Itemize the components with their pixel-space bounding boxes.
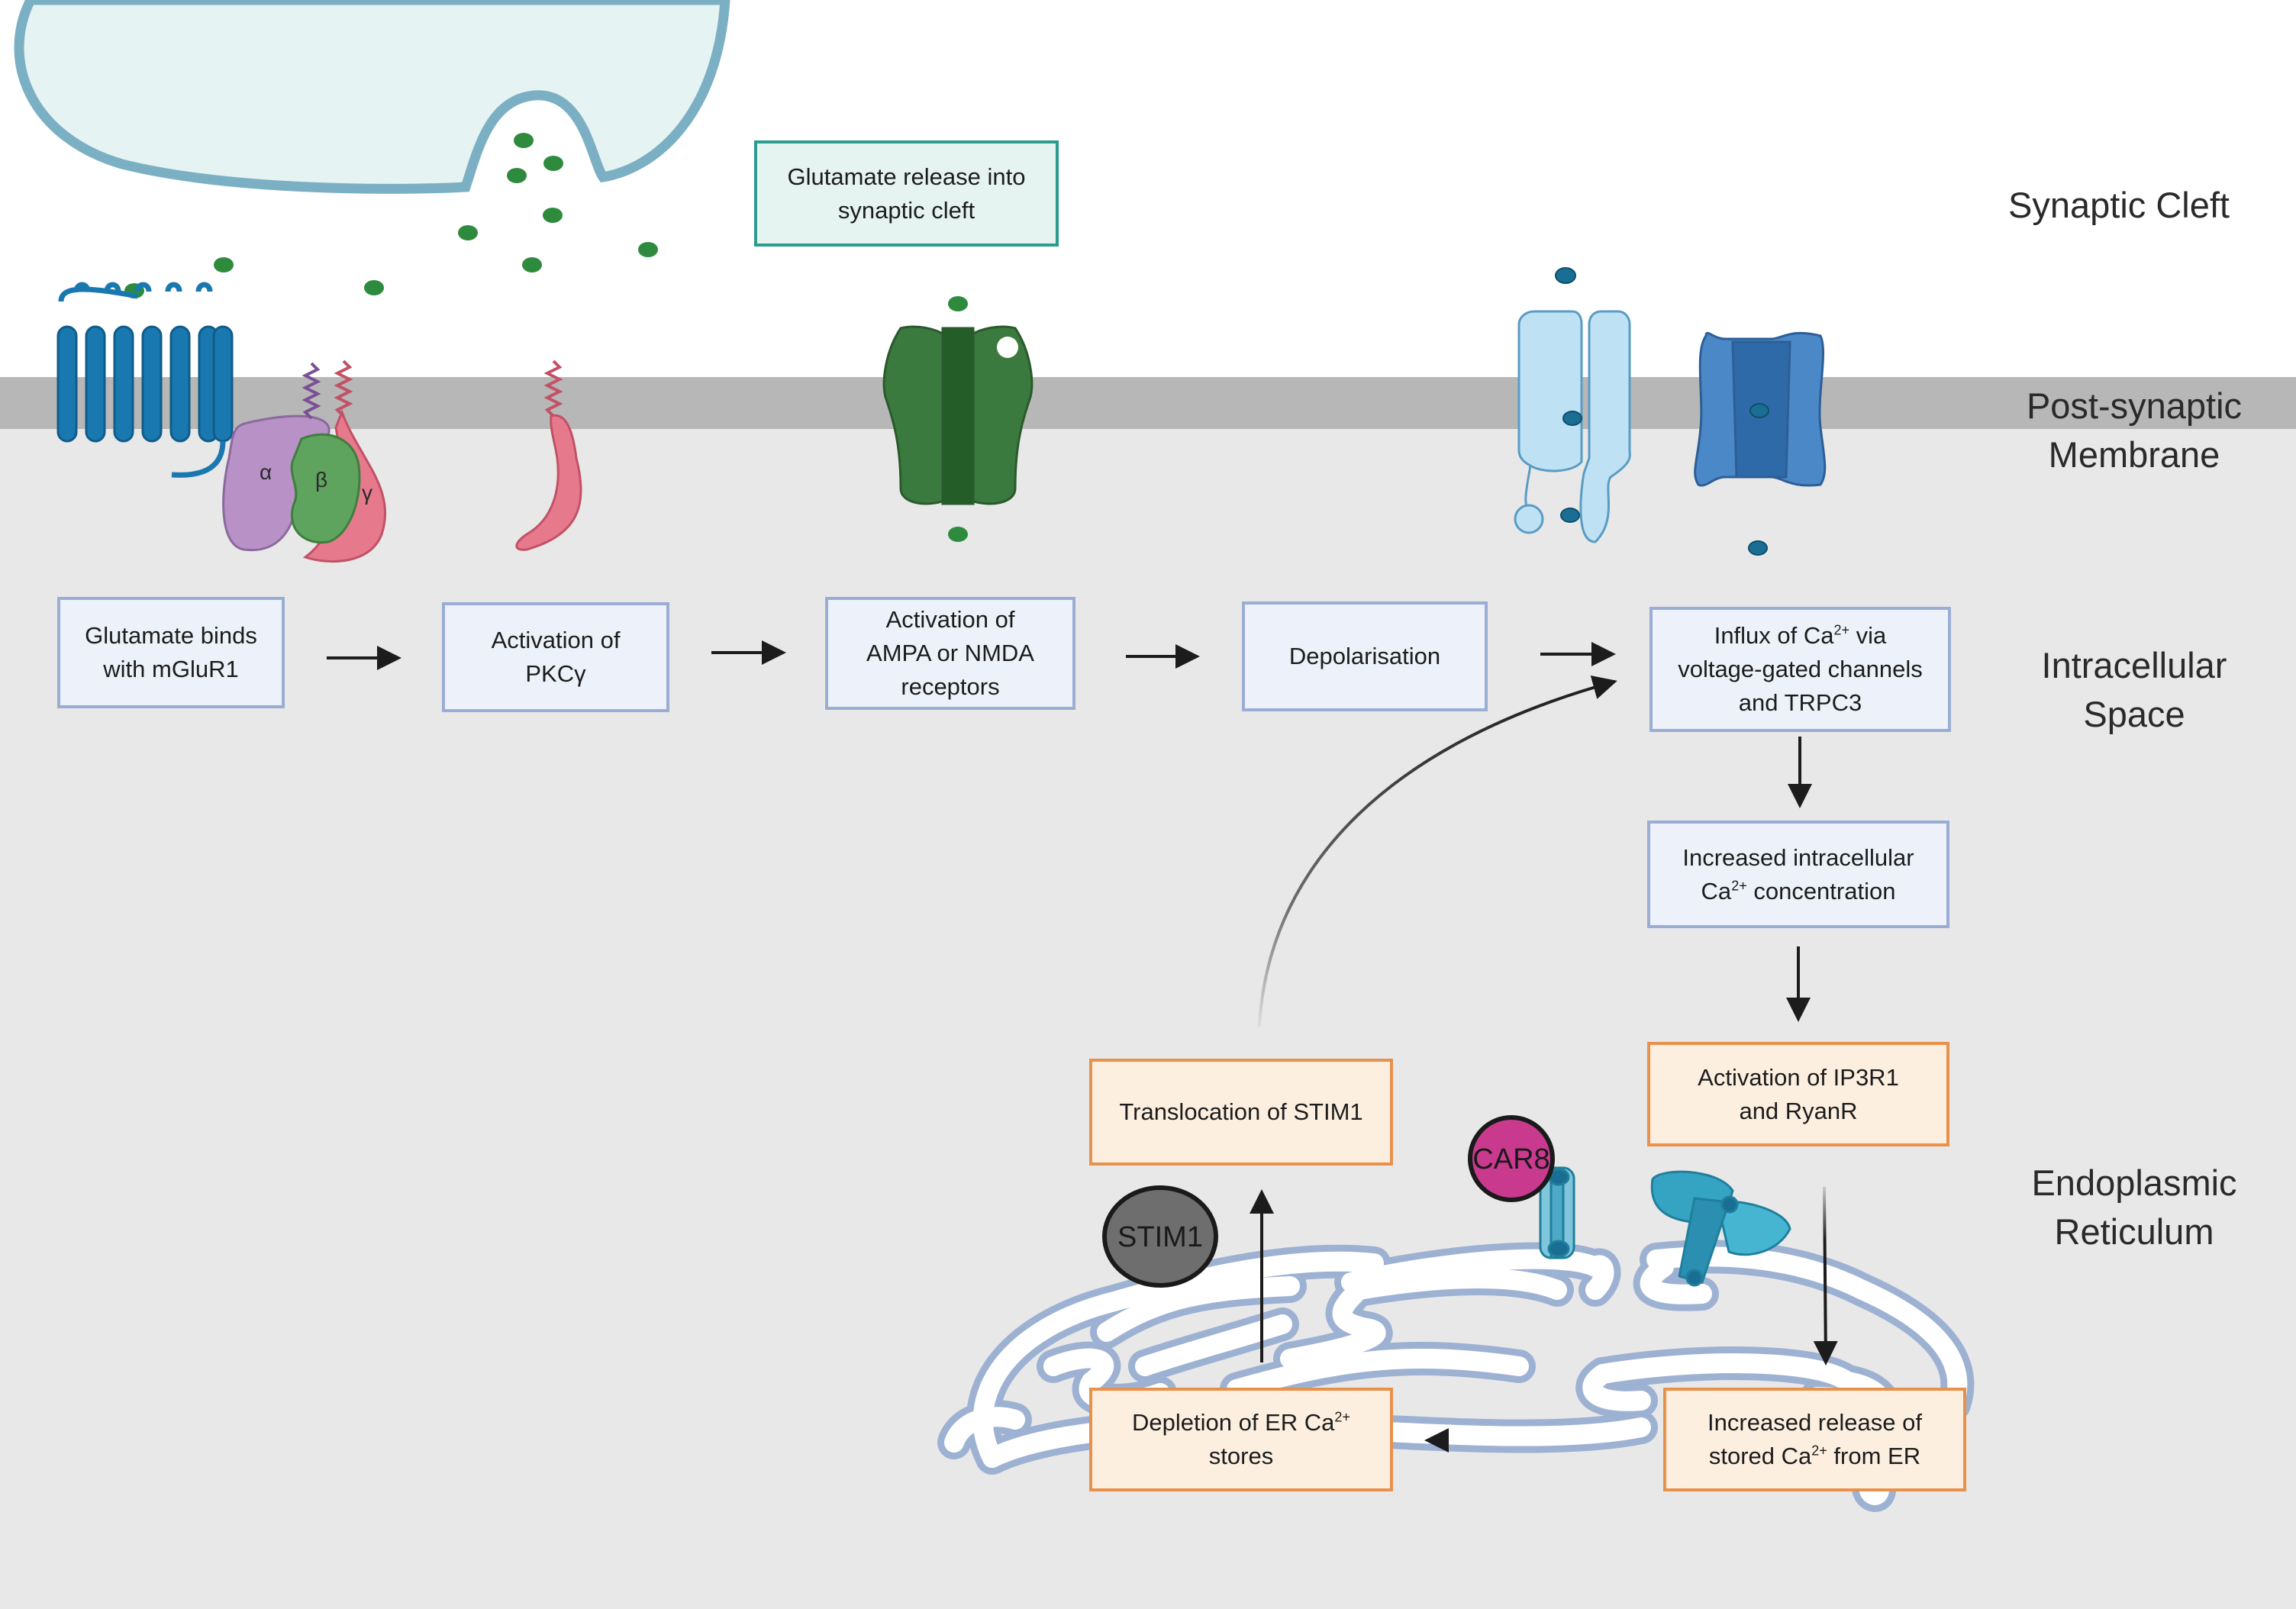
presynaptic-vesicle <box>14 0 730 194</box>
step8-sup: 2+ <box>1811 1443 1827 1459</box>
step5-line1-b: via <box>1849 622 1887 649</box>
step-calcium-influx: Influx of Ca2+ via voltage-gated channel… <box>1649 607 1951 732</box>
g-gamma-label: γ <box>362 481 372 505</box>
step-ip3r-ryanr-activation: Activation of IP3R1 and RyanR <box>1647 1042 1949 1146</box>
glutamate-dot <box>522 257 542 272</box>
pathway-arrows <box>327 640 1838 1453</box>
step-glutamate-binds: Glutamate binds with mGluR1 <box>57 597 285 708</box>
step8-line2-b: from ER <box>1827 1443 1921 1469</box>
step8-line2: stored Ca2+ from ER <box>1709 1440 1920 1473</box>
step5-line1-a: Influx of Ca <box>1714 622 1834 649</box>
region-label-er: Endoplasmic Reticulum <box>1997 1159 2272 1256</box>
step8-line2-a: stored Ca <box>1708 1443 1812 1469</box>
region-label-synaptic-cleft: Synaptic Cleft <box>1982 181 2256 230</box>
mglur1-receptor <box>56 282 234 478</box>
step5-sup: 2+ <box>1833 622 1850 638</box>
ip3r-ryanr-channel <box>1650 1170 1791 1287</box>
synaptic-cleft-text: Synaptic Cleft <box>2008 185 2230 225</box>
step5-line2: voltage-gated channels <box>1678 656 1923 682</box>
calcium-ion <box>1562 411 1582 426</box>
glutamate-dot <box>364 280 384 295</box>
step6-line2: Ca2+ concentration <box>1701 875 1896 908</box>
glutamate-release-box: Glutamate release into synaptic cleft <box>754 140 1059 247</box>
step10-line1: Translocation of STIM1 <box>1119 1098 1363 1125</box>
glutamate-dot <box>458 225 478 240</box>
step3-line2: AMPA or NMDA <box>866 640 1034 666</box>
glutamate-dot <box>543 156 563 171</box>
step-depolarisation: Depolarisation <box>1242 601 1488 711</box>
endoplasmic-reticulum <box>937 1240 1975 1512</box>
g-protein-complex: α β γ <box>222 360 387 563</box>
release-line2: synaptic cleft <box>837 196 975 224</box>
calcium-ion <box>1748 540 1768 556</box>
glutamate-dot <box>507 168 527 183</box>
step6-line2-a: Ca <box>1701 877 1732 904</box>
glutamate-dot <box>514 133 534 148</box>
g-beta-label: β <box>315 468 327 492</box>
step6-line1: Increased intracellular <box>1682 843 1914 871</box>
step2-line2: PKCγ <box>525 660 586 687</box>
er-text-line1: Endoplasmic <box>2031 1162 2237 1203</box>
er-text-line2: Reticulum <box>2054 1211 2214 1252</box>
pkc-gamma-protein <box>515 360 582 551</box>
step2-line1: Activation of <box>491 627 621 653</box>
calcium-ion <box>1560 508 1580 523</box>
step-ampa-nmda-activation: Activation of AMPA or NMDA receptors <box>825 597 1075 710</box>
step5-line3: and TRPC3 <box>1738 689 1862 716</box>
membrane-text-line1: Post-synaptic <box>2026 385 2243 426</box>
step5-line1: Influx of Ca2+ via <box>1714 619 1887 653</box>
postsynaptic-membrane <box>0 377 2296 429</box>
car8-label: CAR8 <box>1472 1143 1549 1175</box>
step7-line1: Activation of IP3R1 <box>1698 1063 1899 1091</box>
step9-line1-a: Depletion of ER Ca <box>1132 1409 1335 1436</box>
step3-line1: Activation of <box>885 606 1015 633</box>
step9-line2: stores <box>1208 1443 1274 1469</box>
stim1-label: STIM1 <box>1117 1221 1203 1253</box>
intracellular-text-line1: Intracellular <box>2041 645 2227 685</box>
calcium-ion <box>1749 403 1769 418</box>
step1-line2: with mGluR1 <box>103 656 239 682</box>
glutamate-dot <box>543 208 563 223</box>
step-er-depletion: Depletion of ER Ca2+ stores <box>1089 1388 1393 1491</box>
region-label-membrane: Post-synaptic Membrane <box>1997 382 2272 479</box>
car8-associated-channel <box>1539 1166 1575 1259</box>
glutamate-dot <box>638 242 658 257</box>
arrow-s10-s5 <box>1258 676 1617 1027</box>
stim1-protein: STIM1 <box>1102 1185 1218 1288</box>
glutamate-dot <box>948 296 968 311</box>
intracellular-text-line2: Space <box>2083 694 2185 734</box>
g-beta-subunit <box>290 433 361 544</box>
arrow-s7-s8 <box>1813 1186 1838 1366</box>
step-stim1-translocation: Translocation of STIM1 <box>1089 1059 1393 1166</box>
calcium-ions <box>1555 267 1769 556</box>
membrane-text-line2: Membrane <box>2048 434 2220 475</box>
step6-sup: 2+ <box>1731 878 1747 894</box>
step-pkc-activation: Activation of PKCγ <box>442 602 669 712</box>
glutamate-dot <box>948 527 968 542</box>
car8-protein: CAR8 <box>1468 1115 1555 1202</box>
release-line1: Glutamate release into <box>787 163 1026 190</box>
g-alpha-label: α <box>260 460 272 484</box>
step1-line1: Glutamate binds <box>85 622 257 649</box>
step3-line3: receptors <box>901 673 1000 700</box>
step4-line1: Depolarisation <box>1288 643 1441 669</box>
region-label-intracellular: Intracellular Space <box>1997 641 2272 739</box>
step-intracellular-calcium: Increased intracellular Ca2+ concentrati… <box>1647 821 1949 928</box>
step8-line1: Increased release of <box>1707 1409 1922 1436</box>
step-calcium-release: Increased release of stored Ca2+ from ER <box>1663 1388 1966 1491</box>
step7-line2: and RyanR <box>1739 1097 1858 1124</box>
ampa-nmda-receptor <box>882 325 1034 505</box>
step9-sup: 2+ <box>1334 1409 1350 1425</box>
glutamate-molecules <box>124 133 968 542</box>
trpc3-channel <box>1514 310 1631 543</box>
step9-line1: Depletion of ER Ca2+ <box>1132 1406 1350 1440</box>
glutamate-dot <box>214 257 234 272</box>
step6-line2-b: concentration <box>1746 877 1896 904</box>
calcium-ion <box>1555 267 1576 284</box>
